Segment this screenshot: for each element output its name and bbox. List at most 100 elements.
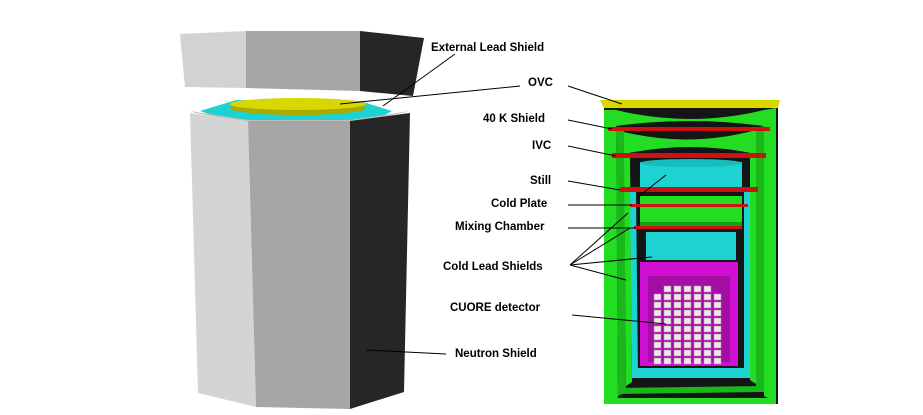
detector-crystal: [673, 325, 682, 333]
cold-plate-shadow: [640, 222, 742, 228]
still-red-plate: [620, 187, 758, 192]
label-mixing-chamber: Mixing Chamber: [455, 221, 545, 233]
detector-crystal: [673, 285, 682, 293]
detector-crystal: [653, 325, 662, 333]
detector-crystal: [683, 309, 692, 317]
detector-crystal: [693, 325, 702, 333]
detector-crystal: [683, 293, 692, 301]
k40-wall-left: [616, 128, 626, 396]
detector-crystal: [653, 309, 662, 317]
detector-crystal: [683, 349, 692, 357]
k40-red-plate: [608, 127, 770, 131]
detector-crystal: [703, 317, 712, 325]
leader-ovc: [339, 85, 521, 105]
detector-crystal: [683, 301, 692, 309]
neutron-shield-face-right: [350, 113, 410, 409]
label-cold-lead-shields: Cold Lead Shields: [443, 261, 543, 273]
detector-crystal: [673, 301, 682, 309]
detector-crystal: [693, 285, 702, 293]
leader-ovc-right: [567, 85, 623, 105]
detector-crystal: [663, 293, 672, 301]
leader-ivc: [567, 145, 617, 157]
external-lead-shield-disc: [230, 98, 366, 110]
detector-crystal: [653, 301, 662, 309]
label-cuore-detector: CUORE detector: [450, 302, 541, 314]
ovc-wall-left: [604, 110, 618, 404]
detector-crystal: [663, 349, 672, 357]
detector-crystal: [663, 285, 672, 293]
cuore-detector-towers: [653, 285, 722, 365]
still-floor: [632, 368, 750, 378]
detector-crystal: [713, 341, 722, 349]
mixing-chamber-red-plate: [634, 226, 742, 229]
leader-cuore-detector: [571, 314, 667, 325]
leader-cold-lead-1: [569, 212, 629, 266]
detector-crystal: [683, 325, 692, 333]
detector-crystal: [693, 317, 702, 325]
detector-crystal: [663, 309, 672, 317]
label-still: Still: [530, 175, 551, 187]
detector-crystal: [683, 317, 692, 325]
detector-crystal: [703, 333, 712, 341]
still-cylinder-top: [640, 159, 742, 167]
label-ovc: OVC: [528, 77, 553, 89]
labels: External Lead Shield OVC 40 K Shield IVC…: [431, 42, 553, 360]
label-ivc: IVC: [532, 140, 551, 152]
ivc-red-plate: [612, 153, 766, 158]
ovc-top-plate: [600, 100, 780, 108]
still-wall-right: [744, 190, 750, 376]
detector-crystal: [703, 301, 712, 309]
detector-crystal: [703, 357, 712, 365]
neutron-shield-top-rim: [190, 111, 410, 123]
detector-crystal: [693, 349, 702, 357]
detector-crystal: [693, 301, 702, 309]
neutron-shield-face-left: [190, 113, 256, 407]
label-cold-plate: Cold Plate: [491, 198, 547, 210]
external-shielding-assembly: [180, 31, 424, 409]
leader-still: [567, 180, 621, 191]
leader-lines: [339, 53, 667, 355]
detector-crystal: [713, 309, 722, 317]
leader-cold-lead-4: [569, 264, 627, 281]
detector-crystal: [703, 325, 712, 333]
detector-crystal: [683, 341, 692, 349]
cryostat-cross-section: [600, 100, 780, 404]
detector-crystal: [663, 357, 672, 365]
detector-crystal: [673, 317, 682, 325]
cold-plate-red: [630, 204, 748, 207]
neutron-shield-body: [190, 111, 410, 409]
detector-crystal: [693, 357, 702, 365]
leader-neutron-shield: [365, 349, 447, 355]
cold-lead-shield-block: [646, 232, 736, 260]
k40-floor: [618, 386, 764, 394]
detector-crystal: [673, 341, 682, 349]
lid-face-right: [360, 31, 424, 96]
detector-crystal: [673, 333, 682, 341]
detector-crystal: [693, 309, 702, 317]
detector-crystal: [683, 285, 692, 293]
label-external-lead-shield: External Lead Shield: [431, 42, 544, 54]
leader-external-lead-shield: [382, 53, 456, 107]
label-40k-shield: 40 K Shield: [483, 113, 545, 125]
detector-crystal: [653, 341, 662, 349]
detector-crystal: [713, 301, 722, 309]
shield-lid: [180, 31, 424, 96]
ovc-dome: [616, 110, 764, 126]
k40-dome: [624, 130, 756, 154]
detector-crystal: [693, 341, 702, 349]
detector-crystal: [653, 317, 662, 325]
detector-crystal: [703, 309, 712, 317]
detector-crystal: [673, 357, 682, 365]
lid-face-left: [180, 31, 246, 88]
detector-crystal: [713, 333, 722, 341]
cold-plate-section: [640, 196, 742, 226]
detector-crystal: [683, 357, 692, 365]
still-wall-left: [630, 192, 638, 378]
ivc-wall-right: [750, 158, 756, 384]
detector-crystal: [703, 293, 712, 301]
detector-crystal: [693, 333, 702, 341]
neutron-shield-face-center: [248, 121, 350, 409]
detector-crystal: [653, 293, 662, 301]
detector-crystal: [713, 293, 722, 301]
